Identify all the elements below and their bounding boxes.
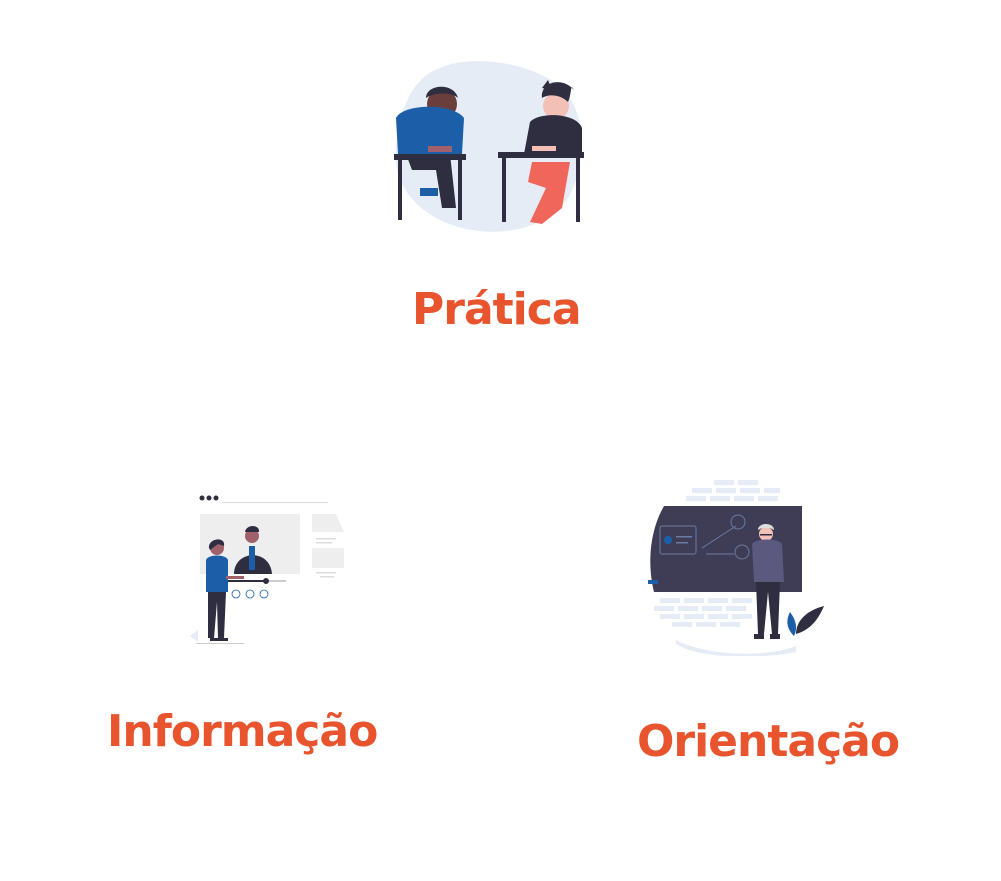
card-title-informacao: Informação bbox=[107, 706, 378, 757]
card-title-pratica: Prática bbox=[412, 284, 582, 335]
students-writing-exam-illustration bbox=[392, 58, 588, 236]
teacher-at-blackboard-illustration bbox=[646, 474, 828, 657]
video-presentation-illustration bbox=[186, 490, 348, 648]
card-title-orientacao: Orientação bbox=[637, 716, 900, 767]
